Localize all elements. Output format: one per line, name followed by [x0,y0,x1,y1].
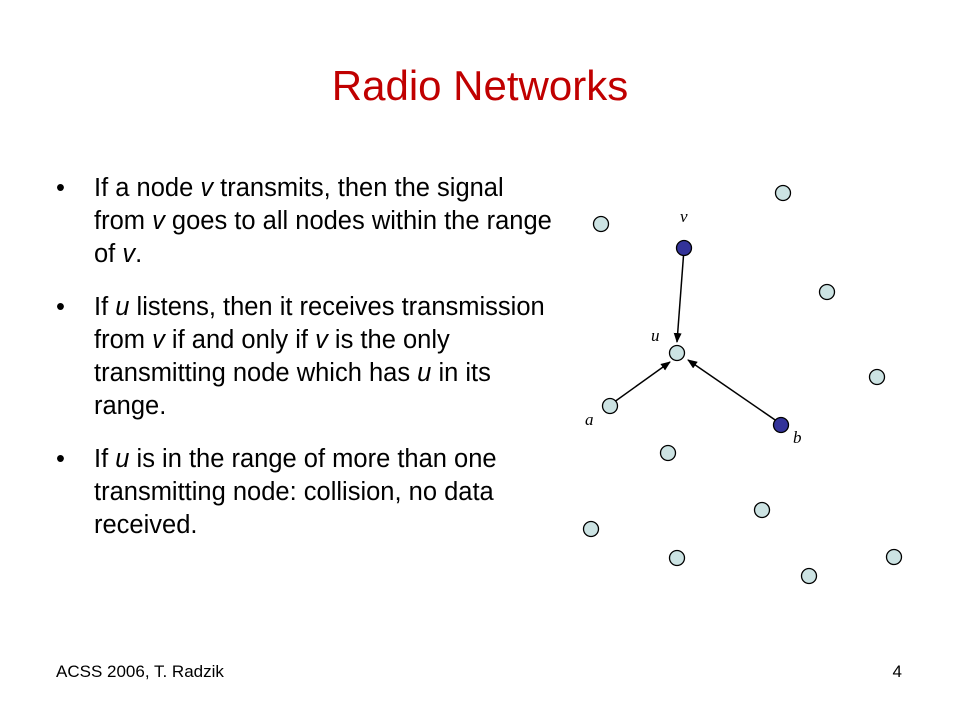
edge-a-to-u [609,361,671,406]
network-node [868,368,886,386]
label-a: a [585,410,594,429]
network-node [659,444,677,462]
bullet-item: •If a node v transmits, then the signal … [56,174,552,268]
bullet-icon: • [56,293,65,321]
slide-title: Radio Networks [331,62,629,109]
network-node [774,184,792,202]
node-b [772,416,790,434]
bullet-icon: • [56,174,65,202]
node-a [601,397,619,415]
network-node [668,549,686,567]
network-node [582,520,600,538]
label-b: b [793,428,802,447]
edge-v-to-u [673,248,685,343]
bullet-item: •If u listens, then it receives transmis… [56,293,545,420]
network-node [885,548,903,566]
node-v [675,239,693,257]
page-number: 4 [892,662,902,681]
label-u: u [651,326,660,345]
node-u [668,344,686,362]
network-node [592,215,610,233]
bullet-list: •If a node v transmits, then the signal … [56,172,556,562]
network-node [818,283,836,301]
network-node [800,567,818,585]
edge-b-to-u [687,359,782,425]
network-node [753,501,771,519]
bullet-item: •If u is in the range of more than one t… [56,445,497,539]
footer-author: ACSS 2006, T. Radzik [56,662,224,681]
label-v: v [680,207,688,226]
bullet-icon: • [56,445,65,473]
